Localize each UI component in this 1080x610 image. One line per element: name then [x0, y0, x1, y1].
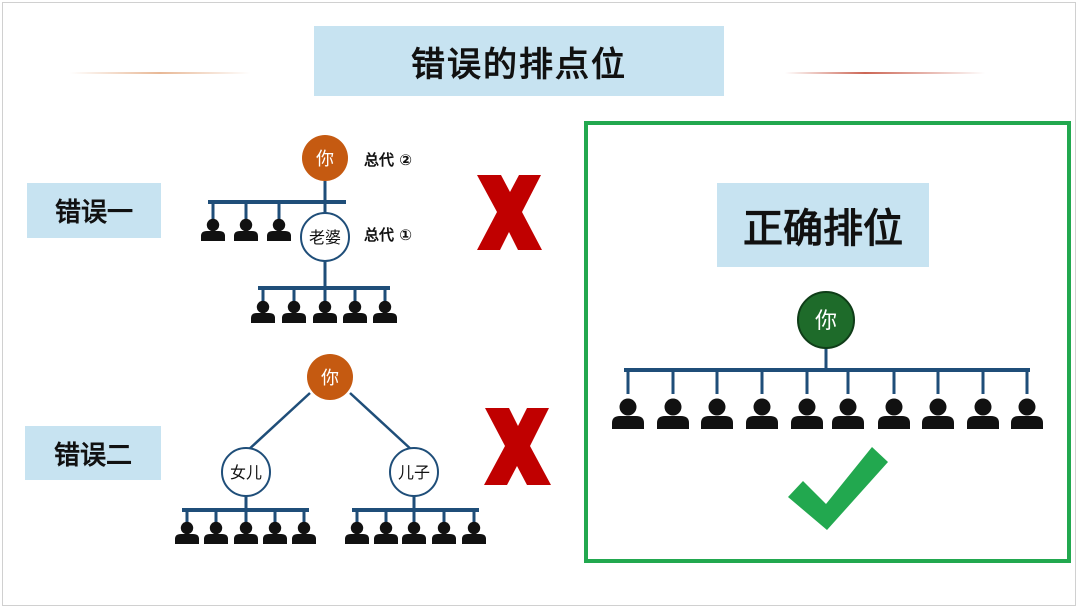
- wrong-one-label: 错误一: [27, 183, 161, 238]
- person-icon: [234, 521, 258, 544]
- you-node-label: 你: [815, 309, 837, 334]
- person-icon: [922, 398, 954, 429]
- person-icon: [373, 300, 397, 323]
- cross-icon: [484, 408, 551, 485]
- daughter-node: [221, 447, 271, 497]
- correct-tree: 你: [612, 291, 1043, 429]
- wrong-two-tree: 你 女儿 儿子: [175, 354, 486, 544]
- connector-line: [349, 392, 415, 453]
- person-icon: [967, 398, 999, 429]
- page-title: 错误的排点位: [314, 26, 724, 96]
- you-node: [302, 135, 348, 181]
- person-icon: [746, 398, 778, 429]
- cross-icon: [477, 175, 542, 250]
- wife-node: [300, 212, 350, 262]
- decorative-line-right: [785, 72, 985, 74]
- you-node-label: 你: [316, 149, 334, 170]
- person-icon: [343, 300, 367, 323]
- wrong-one-tree: 你 总代 ② 老婆 总代 ①: [201, 135, 412, 323]
- person-icon: [432, 521, 456, 544]
- person-icon: [282, 300, 306, 323]
- person-icon: [657, 398, 689, 429]
- daughter-node-label: 女儿: [230, 463, 262, 482]
- person-icon: [1011, 398, 1043, 429]
- person-icon: [345, 521, 369, 544]
- person-icon: [374, 521, 398, 544]
- you-node: [307, 354, 353, 400]
- correct-label: 正确排位: [717, 183, 929, 267]
- you-node-label: 你: [321, 368, 339, 389]
- person-icon: [234, 218, 258, 241]
- person-icon: [878, 398, 910, 429]
- person-icon: [251, 300, 275, 323]
- son-node: [389, 447, 439, 497]
- person-icon: [791, 398, 823, 429]
- son-node-label: 儿子: [398, 463, 430, 482]
- person-icon: [201, 218, 225, 241]
- person-icon: [204, 521, 228, 544]
- middle-note: 总代 ①: [364, 226, 412, 244]
- person-icon: [462, 521, 486, 544]
- person-icon: [612, 398, 644, 429]
- wrong-two-label: 错误二: [25, 426, 161, 480]
- person-icon: [263, 521, 287, 544]
- person-icon: [292, 521, 316, 544]
- correct-frame: [584, 121, 1071, 563]
- decorative-line-left: [70, 72, 250, 74]
- you-node: [797, 291, 855, 349]
- person-icon: [402, 521, 426, 544]
- top-note: 总代 ②: [364, 151, 412, 169]
- connector-line: [245, 392, 311, 453]
- person-icon: [267, 218, 291, 241]
- person-icon: [701, 398, 733, 429]
- checkmark-icon: [788, 447, 888, 530]
- person-icon: [175, 521, 199, 544]
- person-icon: [832, 398, 864, 429]
- wife-node-label: 老婆: [309, 228, 341, 247]
- person-icon: [313, 300, 337, 323]
